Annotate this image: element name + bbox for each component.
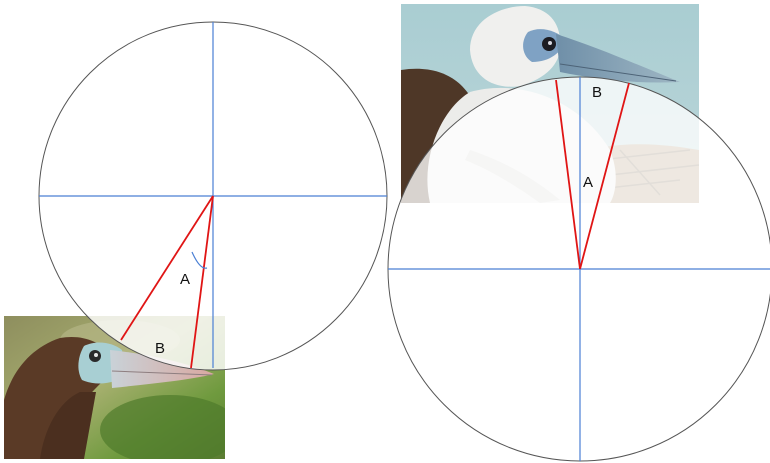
right-angle-ray-2 — [579, 82, 630, 270]
right-arc-label: B — [592, 84, 602, 101]
left-angle-ray-2 — [190, 195, 214, 369]
right-angle-label: A — [583, 174, 593, 191]
left-angle-label: A — [180, 271, 190, 288]
left-angle-arc — [191, 251, 208, 269]
right-angle-ray-1 — [555, 79, 581, 270]
left-arc-label: B — [155, 340, 165, 357]
left-angle-ray-1 — [120, 195, 214, 341]
